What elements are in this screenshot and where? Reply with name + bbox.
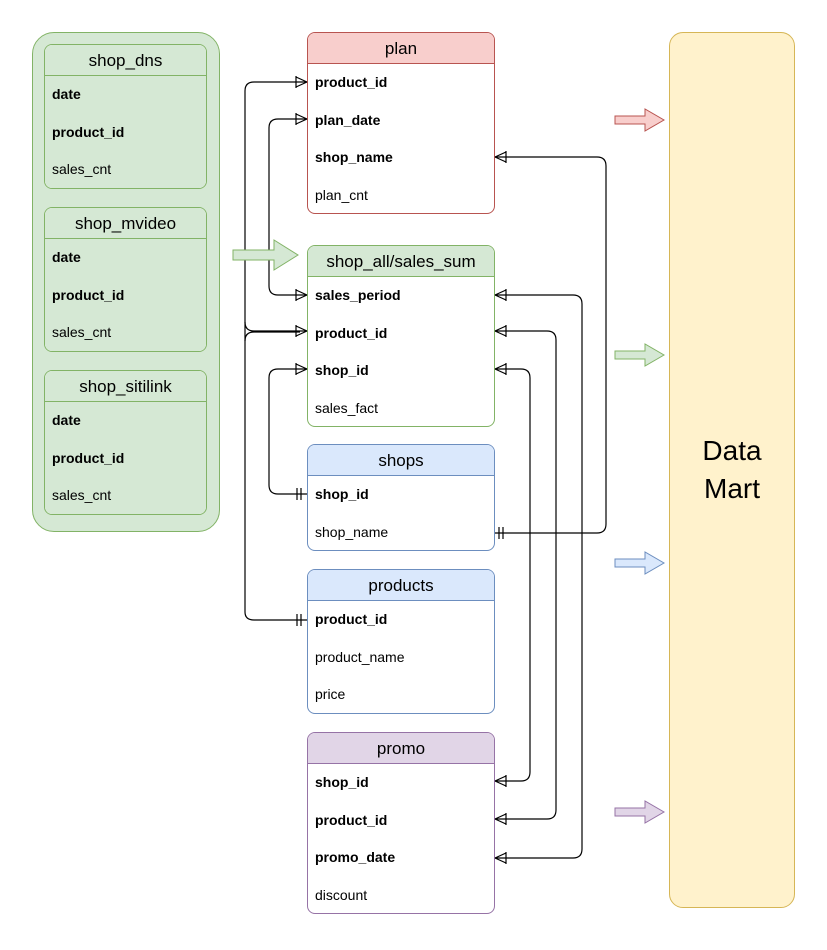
one-marker (296, 488, 302, 500)
field-row: product_id (315, 324, 388, 341)
field-row: date (45, 239, 206, 277)
field-row: product_name (315, 648, 405, 665)
crowfoot-marker (494, 363, 507, 375)
field-row: date (45, 76, 206, 114)
field-row: discount (315, 886, 368, 903)
crowfoot-marker (295, 363, 308, 375)
field-row: product_id (45, 113, 206, 151)
table-shop-dns[interactable]: shop_dns date product_id sales_cnt (44, 44, 207, 189)
field-row: product_id (45, 439, 206, 477)
field-row: sales_cnt (45, 477, 206, 514)
field-row: shop_name (315, 523, 389, 540)
table-header: shop_all/sales_sum (308, 246, 494, 277)
table-header: shops (308, 445, 494, 476)
field-row: price (315, 686, 346, 702)
link-product-id-plan (244, 81, 307, 621)
table-header: shop_dns (45, 45, 206, 76)
link-sales-period-promo-date (495, 294, 583, 859)
table-header: shop_sitilink (45, 371, 206, 402)
arrow-shops-to-mart (614, 551, 665, 575)
arrow-sources-to-sales (232, 239, 299, 271)
crowfoot-marker (295, 76, 308, 88)
field-row: shop_id (315, 362, 369, 378)
link-product-id-promo (495, 330, 557, 820)
table-header: products (308, 570, 494, 601)
crowfoot-marker (494, 289, 507, 301)
field-row: promo_date (315, 849, 396, 865)
field-row: sales_cnt (45, 314, 206, 351)
field-row: product_id (45, 276, 206, 314)
table-promo[interactable]: promo shop_id product_id promo_date disc… (307, 732, 495, 914)
arrow-plan-to-mart (614, 108, 665, 132)
field-row: date (45, 402, 206, 440)
table-shop-mvideo[interactable]: shop_mvideo date product_id sales_cnt (44, 207, 207, 352)
one-marker (498, 527, 504, 539)
field-row: shop_id (315, 774, 369, 790)
link-shop-id-promo (495, 368, 531, 782)
crowfoot-marker (295, 325, 308, 337)
crowfoot-marker (494, 151, 507, 163)
field-row: sales_period (315, 287, 401, 303)
field-row: plan_cnt (315, 186, 368, 203)
link-plan-date-sales-period (268, 118, 307, 296)
table-products[interactable]: products product_id product_name price (307, 569, 495, 714)
crowfoot-marker (494, 813, 507, 825)
arrow-sales-to-mart (614, 343, 665, 367)
field-row: product_id (315, 611, 388, 627)
link-product-id-sales-b (244, 331, 300, 342)
table-shops[interactable]: shops shop_id shop_name (307, 444, 495, 551)
crowfoot-marker (494, 852, 507, 864)
data-mart-block[interactable]: Data Mart (669, 32, 795, 908)
table-header: plan (308, 33, 494, 64)
field-row: shop_id (315, 486, 369, 502)
table-plan[interactable]: plan product_id plan_date shop_name plan… (307, 32, 495, 214)
crowfoot-marker (295, 113, 308, 125)
data-mart-label-line2: Mart (704, 473, 760, 504)
field-row: plan_date (315, 111, 381, 128)
one-marker (296, 614, 302, 626)
field-row: product_id (315, 74, 388, 90)
table-shop-sitilink[interactable]: shop_sitilink date product_id sales_cnt (44, 370, 207, 515)
crowfoot-marker (494, 775, 507, 787)
arrow-promo-to-mart (614, 800, 665, 824)
crowfoot-marker (494, 325, 507, 337)
link-product-id-sales (244, 321, 307, 332)
link-shop-id-shops (268, 368, 307, 495)
table-header: shop_mvideo (45, 208, 206, 239)
data-mart-label-line1: Data (702, 435, 762, 466)
field-row: shop_name (315, 149, 393, 165)
field-row: sales_cnt (45, 151, 206, 188)
field-row: sales_fact (315, 399, 379, 416)
crowfoot-marker (295, 289, 308, 301)
table-sales-sum[interactable]: shop_all/sales_sum sales_period product_… (307, 245, 495, 427)
link-shop-name (495, 156, 607, 534)
field-row: product_id (315, 811, 388, 828)
table-header: promo (308, 733, 494, 764)
